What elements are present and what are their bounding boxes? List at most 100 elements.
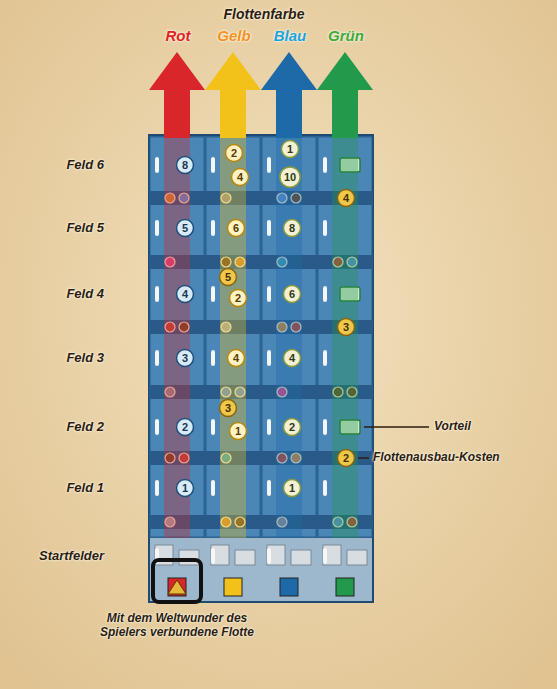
value-badge (338, 190, 355, 207)
victory-points: 1 (287, 143, 293, 156)
ship-slot (323, 286, 327, 302)
harbour-building (179, 550, 199, 565)
ship-slot (211, 350, 215, 366)
fleet-color-square (168, 578, 186, 596)
value-badge (284, 480, 301, 497)
ship-slot (211, 157, 215, 173)
ship-slot (323, 419, 327, 435)
military-value: 2 (182, 421, 188, 434)
military-value: 8 (182, 159, 188, 172)
ship-slot (267, 480, 271, 496)
value-badge (220, 400, 237, 417)
ship-slot (323, 548, 327, 564)
ship-slot (267, 157, 271, 173)
value-badge (177, 286, 194, 303)
ship-slot (323, 157, 327, 173)
value-badge (338, 450, 355, 467)
harbour-building (267, 545, 285, 565)
value-badge (282, 141, 299, 158)
board (149, 135, 373, 602)
field-label: Feld 4 (66, 287, 104, 302)
wonder-icon (168, 580, 186, 594)
ship-slot (155, 480, 159, 496)
fleet-arrow (261, 52, 317, 138)
fleet-arrow-shaft (332, 138, 358, 538)
yellow-bonus-value: 2 (235, 292, 241, 305)
callout-label: Vorteil (434, 420, 471, 434)
ship-slot (267, 548, 271, 564)
note-label: Mit dem Weltwunder des Spielers verbunde… (87, 612, 267, 640)
value-badge (230, 290, 247, 307)
ship-slot (211, 548, 215, 564)
fleet-arrow-shaft (220, 138, 246, 538)
field-label: Feld 6 (66, 158, 104, 173)
fleet-arrow-shaft (276, 138, 302, 538)
victory-points: 1 (289, 482, 295, 495)
value-badge (228, 220, 245, 237)
field-label: Feld 1 (66, 481, 104, 496)
ship-slot (211, 419, 215, 435)
highlight-frame (153, 560, 201, 602)
ship-slot (155, 286, 159, 302)
value-badge (230, 423, 247, 440)
yellow-bonus-value: 1 (235, 425, 241, 438)
coin-cost: 3 (343, 321, 349, 334)
value-badge (177, 220, 194, 237)
fleet-color-label: Grün (328, 27, 364, 44)
military-value: 3 (182, 352, 188, 365)
fleet-color-label: Rot (166, 27, 191, 44)
value-badge (232, 169, 249, 186)
fleet-arrow (205, 52, 261, 138)
field-label: Startfelder (39, 549, 104, 564)
value-badge (280, 167, 300, 187)
harbour-building (291, 550, 311, 565)
value-badge (177, 157, 194, 174)
field-label: Feld 5 (66, 221, 104, 236)
victory-points: 10 (284, 171, 296, 184)
ship-slot (323, 350, 327, 366)
ship-slot (211, 480, 215, 496)
value-badge (284, 286, 301, 303)
ship-slot (155, 157, 159, 173)
ship-slot (155, 220, 159, 236)
yellow-bonus-value: 4 (233, 352, 239, 365)
victory-points: 8 (289, 222, 295, 235)
coin-cost: 5 (225, 271, 231, 284)
fleet-color-square (224, 578, 242, 596)
ship-slot (267, 220, 271, 236)
ship-slot (155, 419, 159, 435)
value-badge (338, 319, 355, 336)
ship-slot (267, 419, 271, 435)
callout-label: Flottenausbau-Kosten (373, 451, 500, 465)
fleet-arrow (317, 52, 373, 138)
victory-points: 2 (289, 421, 295, 434)
military-value: 4 (182, 288, 188, 301)
military-value: 5 (182, 222, 188, 235)
victory-points: 4 (289, 352, 295, 365)
coin-cost: 3 (225, 402, 231, 415)
harbour-building (235, 550, 255, 565)
value-badge (284, 220, 301, 237)
fleet-arrow-shaft (164, 138, 190, 538)
ship-slot (267, 350, 271, 366)
fleet-arrow (149, 52, 205, 138)
value-badge (220, 269, 237, 286)
ship-slot (211, 286, 215, 302)
value-badge (177, 350, 194, 367)
fleet-color-label: Gelb (217, 27, 250, 44)
leader-line (358, 457, 369, 459)
value-badge (226, 145, 243, 162)
value-badge (228, 350, 245, 367)
diagram-title: Flottenfarbe (224, 6, 305, 22)
ship-slot (211, 220, 215, 236)
harbour-building (347, 550, 367, 565)
fleet-color-label: Blau (274, 27, 307, 44)
ship-slot (323, 480, 327, 496)
fleet-color-square (336, 578, 354, 596)
field-label: Feld 2 (66, 420, 104, 435)
harbour-building (323, 545, 341, 565)
fleet-color-square (280, 578, 298, 596)
